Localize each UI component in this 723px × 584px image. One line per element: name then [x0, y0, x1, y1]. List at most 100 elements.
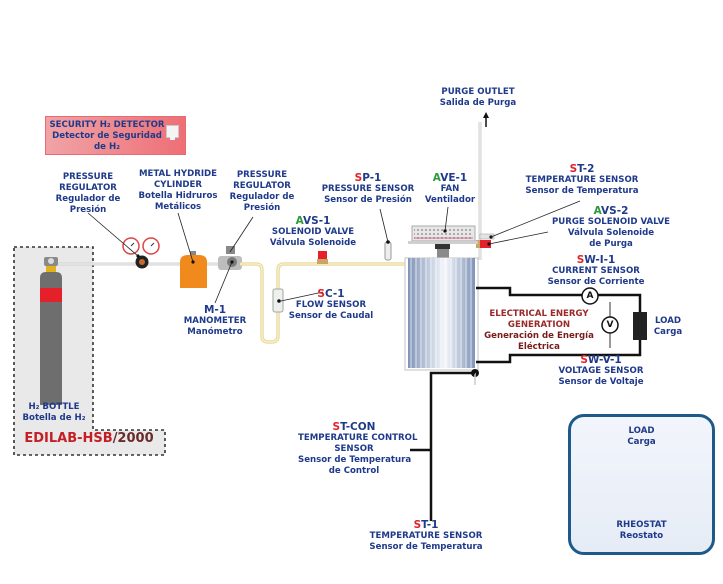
label-es: Eléctrica	[518, 342, 560, 352]
label-es: Metálicos	[154, 202, 202, 212]
label-es: Sensor de Voltaje	[558, 377, 644, 387]
load-label: LOAD Carga	[650, 316, 686, 338]
label-en: RHEOSTAT	[616, 520, 667, 530]
model-name: EDILAB-HSB/2000	[14, 429, 164, 449]
label-es: Ventilador	[424, 195, 476, 205]
label-en: ELECTRICAL ENERGY	[489, 309, 589, 319]
rheostat-panel: LOAD Carga RHEOSTAT Reostato	[568, 414, 715, 555]
label-es: Botella Hidruros	[138, 191, 218, 201]
voltmeter-symbol: V	[603, 320, 617, 330]
label-en: VOLTAGE SENSOR	[558, 366, 644, 376]
label-en: CYLINDER	[153, 180, 203, 190]
temp-control-line	[429, 371, 475, 521]
label-en: PURGE SOLENOID VALVE	[551, 217, 670, 227]
label-es: Reostato	[619, 531, 664, 541]
label-en: TEMPERATURE SENSOR	[525, 175, 639, 185]
label-en: LOAD	[628, 426, 655, 436]
code-prefix: S	[580, 354, 588, 366]
code-prefix: A	[295, 215, 304, 227]
leader-lines	[87, 200, 581, 304]
solenoid-valve-icon	[317, 251, 328, 264]
purge-valve-icon	[476, 240, 491, 248]
label-es: Regulador de	[229, 192, 295, 202]
label-en: CURRENT SENSOR	[552, 266, 640, 276]
code-rest: C-1	[324, 288, 345, 300]
label-en: PURGE OUTLET	[441, 87, 515, 97]
label-es: Carga	[653, 327, 683, 337]
label-en: METAL HYDRIDE	[138, 169, 218, 179]
code-prefix: S	[317, 288, 325, 300]
voltmeter-icon	[601, 316, 619, 334]
voltmeter-letter: V	[606, 320, 614, 330]
model-main: EDILAB-HSB	[24, 431, 113, 446]
detector-device-icon	[166, 125, 179, 140]
code-rest: T-1	[421, 519, 439, 531]
label-es: de Purga	[589, 239, 633, 249]
label-code: SC-1	[286, 288, 376, 300]
label-en: FLOW SENSOR	[295, 300, 367, 310]
pressure-sensor-icon	[384, 240, 392, 261]
label-en: SENSOR	[334, 444, 374, 454]
security-detector-panel: SECURITY H₂ DETECTOR Detector de Segurid…	[45, 116, 186, 155]
temperature-sensor-2-label: ST-2 TEMPERATURE SENSOR Sensor de Temper…	[520, 163, 644, 197]
code-prefix: S	[332, 421, 341, 433]
fan-icon	[408, 225, 478, 259]
label-code: ST-CON	[298, 421, 410, 433]
label-en: TEMPERATURE CONTROL	[298, 433, 418, 443]
purge-outlet-label: PURGE OUTLET Salida de Purga	[432, 87, 524, 109]
label-es: de Control	[328, 466, 380, 476]
label-en: PRESSURE SENSOR	[321, 184, 415, 194]
temperature-sensor-2-icon	[479, 233, 495, 240]
label-es: Generación de Energía	[484, 331, 594, 341]
label-es: Válvula Solenoide	[567, 228, 655, 238]
code-rest: VE-1	[440, 172, 468, 184]
label-es: Sensor de Temperatura	[298, 455, 412, 465]
label-es: Presión	[243, 203, 281, 213]
code-prefix: S	[413, 519, 422, 531]
fan-label: AVE-1 FAN Ventilador	[420, 172, 480, 206]
label-es: Botella de H₂	[22, 413, 86, 423]
label-en: REGULATOR	[59, 183, 117, 193]
label-code: AVE-1	[420, 172, 480, 184]
label-code: AVS-1	[268, 215, 358, 227]
purge-valve-label: AVS-2 PURGE SOLENOID VALVE Válvula Solen…	[544, 205, 678, 250]
label-es: Sensor de Temperatura	[369, 542, 483, 552]
label-es: Válvula Solenoide	[269, 238, 357, 248]
code-prefix: A	[593, 205, 602, 217]
label-en: GENERATION	[507, 320, 571, 330]
purge-arrow-icon	[483, 112, 489, 127]
pressure-regulator-2-label: PRESSURE REGULATOR Regulador de Presión	[224, 170, 300, 214]
metal-hydride-cylinder-icon	[180, 251, 207, 288]
label-en: REGULATOR	[233, 181, 291, 191]
model-suffix: /2000	[112, 431, 154, 446]
rheostat-name: RHEOSTAT Reostato	[571, 520, 712, 542]
code-prefix: S	[569, 163, 578, 175]
fuel-cell-stack	[404, 257, 479, 371]
label-code: AVS-2	[544, 205, 678, 217]
label-code: M-1	[203, 304, 227, 316]
label-en: H₂ BOTTLE	[28, 402, 80, 412]
label-es: Manómetro	[187, 327, 243, 337]
code-rest: VS-2	[601, 205, 629, 217]
code-rest: T-CON	[340, 421, 376, 433]
label-en: FAN	[440, 184, 460, 194]
label-code: ST-2	[520, 163, 644, 175]
label-code: SW-V-1	[546, 354, 656, 366]
label-en: PRESSURE	[62, 172, 114, 182]
label-code: ST-1	[364, 519, 488, 531]
solenoid-valve-label: AVS-1 SOLENOID VALVE Válvula Solenoide	[268, 215, 358, 249]
label-es: Presión	[69, 205, 107, 215]
code-rest: P-1	[362, 172, 382, 184]
manometer-label: M-1 MANOMETER Manómetro	[180, 304, 250, 338]
code-prefix: A	[432, 172, 441, 184]
pressure-regulator-1-label: PRESSURE REGULATOR Regulador de Presión	[48, 172, 128, 216]
pressure-regulator-1-icon	[122, 237, 160, 269]
code-prefix: S	[354, 172, 363, 184]
label-code: SW-I-1	[540, 254, 652, 266]
pressure-sensor-label: SP-1 PRESSURE SENSOR Sensor de Presión	[318, 172, 418, 206]
voltage-sensor-label: SW-V-1 VOLTAGE SENSOR Sensor de Voltaje	[546, 354, 656, 388]
temp-control-sensor-label: ST-CON TEMPERATURE CONTROL SENSOR Sensor…	[298, 421, 418, 477]
label-code: SP-1	[318, 172, 418, 184]
code-rest: W-V-1	[587, 354, 622, 366]
